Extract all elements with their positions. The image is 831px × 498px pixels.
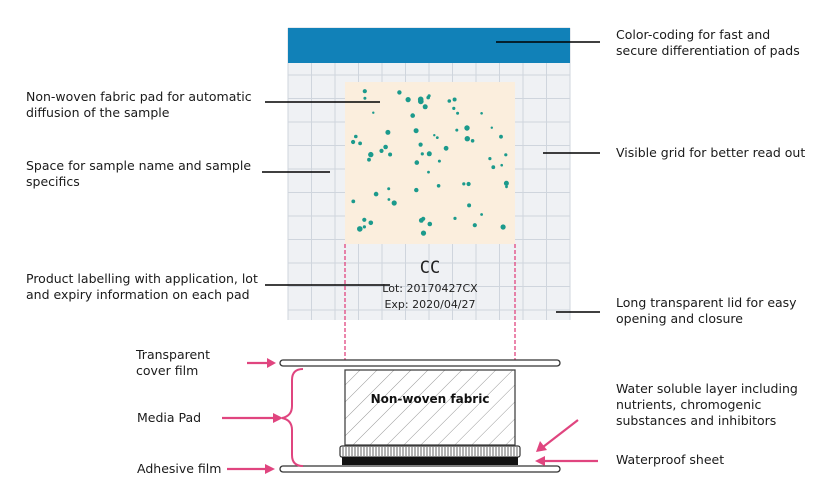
label-waterproof-sheet: Waterproof sheet [616, 452, 725, 467]
pad-code: CC [419, 258, 441, 278]
arrow-water-layer [542, 419, 579, 448]
cover-film [279, 359, 561, 367]
arrow-cover-film-head [267, 358, 276, 368]
color-coding-bar [288, 28, 570, 63]
water-soluble-layer [339, 445, 521, 458]
waterproof-sheet [342, 457, 518, 465]
label-product-labelling: Product labelling with application, lot … [26, 271, 258, 302]
media-pad-surface [345, 82, 515, 244]
adhesive-film [279, 465, 561, 473]
pad-lot-number: Lot: 20170427CX [382, 282, 478, 295]
label-long-lid: Long transparent lid for easy opening an… [616, 295, 797, 326]
label-adhesive-film: Adhesive film [137, 461, 222, 476]
label-media-pad: Media Pad [137, 410, 202, 425]
arrow-media-pad-head [273, 413, 283, 423]
pad-expiry-date: Exp: 2020/04/27 [384, 298, 476, 311]
arrow-adhesive-film-head [265, 464, 275, 474]
label-water-soluble-layer: Water soluble layer including nutrients,… [616, 381, 798, 428]
media-pad-brace [281, 368, 304, 467]
non-woven-fabric-block [344, 369, 516, 446]
non-woven-fabric-label: Non-woven fabric [370, 392, 490, 406]
label-cover-film: Transparent cover film [136, 347, 211, 378]
arrow-water-layer-head [536, 441, 547, 452]
label-color-coding: Color-coding for fast and secure differe… [616, 27, 800, 58]
arrow-waterproof-head [535, 456, 545, 466]
label-sample-space: Space for sample name and sample specifi… [26, 158, 252, 189]
label-visible-grid: Visible grid for better read out [616, 145, 806, 160]
colonies [351, 89, 509, 236]
label-fabric-pad: Non-woven fabric pad for automatic diffu… [26, 89, 252, 120]
